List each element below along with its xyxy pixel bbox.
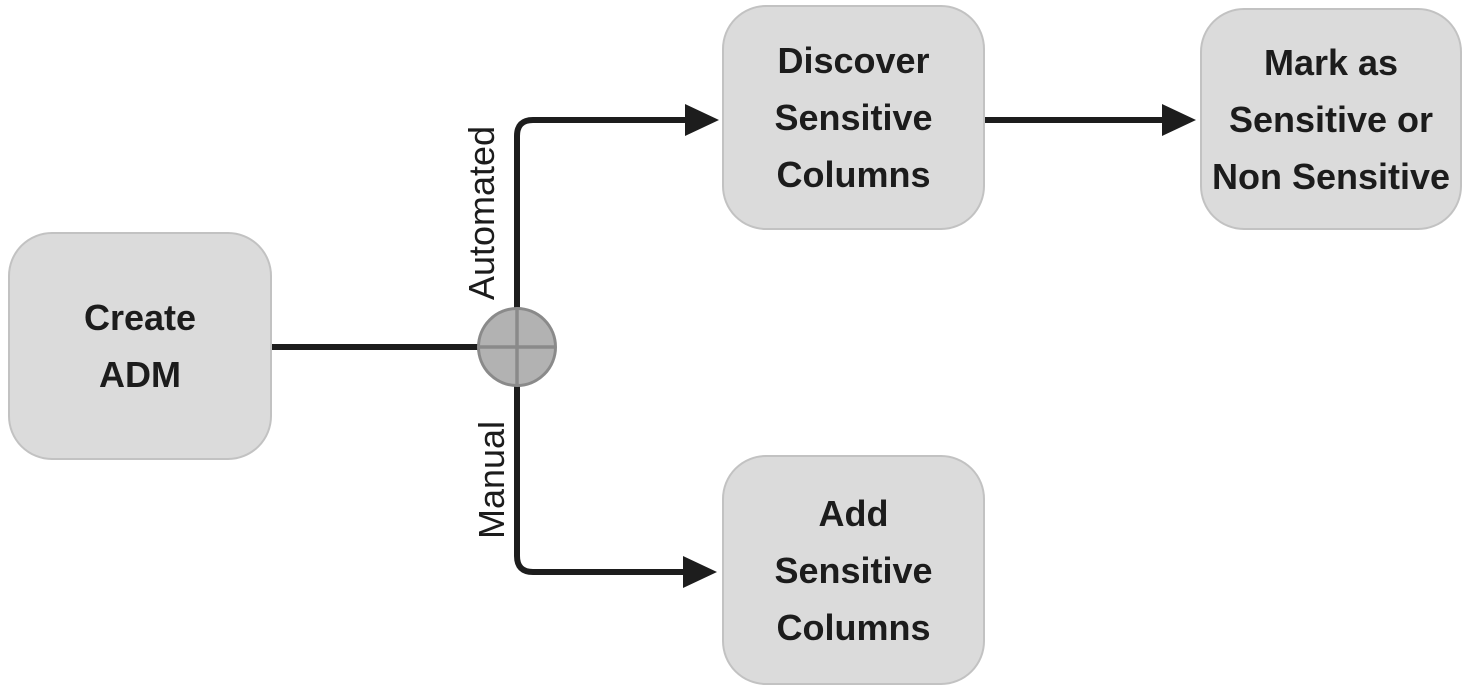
node-label-line: Mark as (1263, 41, 1399, 83)
node-discover-sensitive-columns: Discover Sensitive Columns (722, 5, 985, 230)
edge-label-manual: Manual (471, 420, 512, 540)
node-mark-as-sensitive-or-non-sensitive: Mark as Sensitive or Non Sensitive (1200, 8, 1462, 230)
junction-node (477, 307, 557, 387)
arrowhead-icon (1162, 104, 1196, 136)
edge-junction-to-discover (514, 117, 689, 311)
node-add-sensitive-columns: Add Sensitive Columns (722, 455, 985, 685)
edge-label-automated: Automated (461, 125, 502, 301)
node-label-line: Non Sensitive (1211, 155, 1451, 197)
node-label-line: Create (83, 297, 197, 338)
node-label-line: Sensitive (774, 549, 933, 591)
arrowhead-icon (685, 104, 719, 136)
edge-junction-to-add (514, 383, 687, 575)
node-label-line: Columns (776, 154, 931, 195)
node-label-line: Columns (776, 606, 931, 648)
node-label-line: Sensitive or (1228, 98, 1434, 140)
node-label-line: Discover (777, 40, 930, 81)
node-label-line: Add (818, 492, 889, 534)
arrowhead-icon (683, 556, 717, 588)
node-create-adm: Create ADM (8, 232, 272, 460)
node-label-line: Sensitive (774, 97, 933, 138)
node-label-line: ADM (99, 354, 181, 395)
